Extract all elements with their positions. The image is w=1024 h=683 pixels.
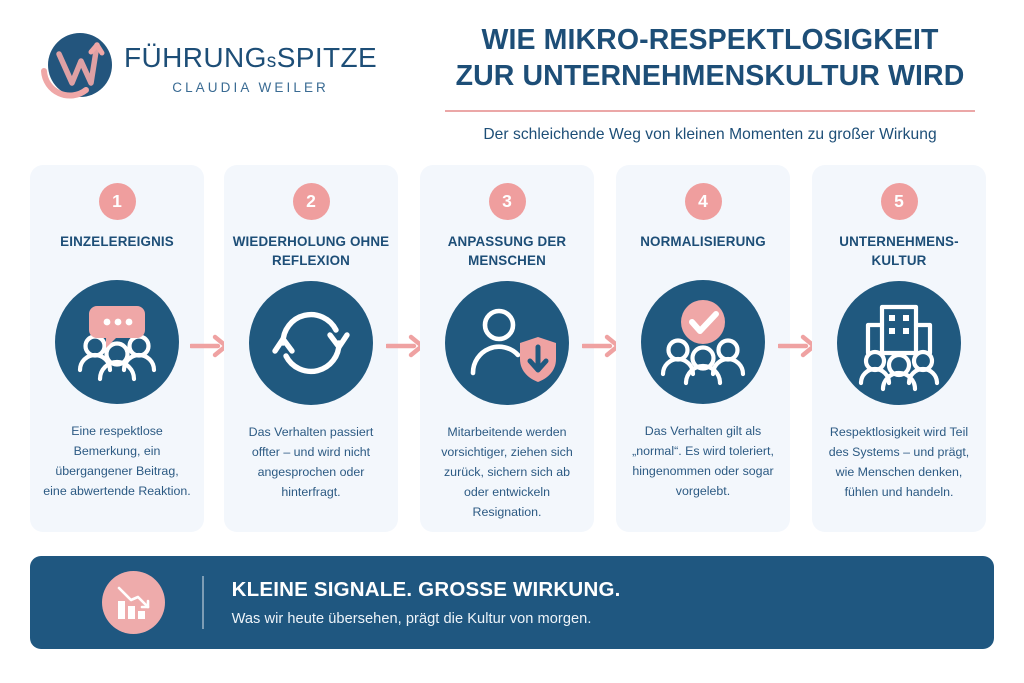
office-building-with-people-icon [837,281,961,405]
arrow-right-icon-1 [188,333,229,359]
step-title-2: WIEDERHOLUNG OHNE REFLEXION [232,234,390,268]
brand-name-small-s: s [266,51,277,73]
arrow-right-icon-2 [384,333,425,359]
step-title-3: ANPASSUNG DER MENSCHEN [447,234,567,268]
arrow-right-icon-3 [580,333,621,359]
declining-bar-chart-icon [102,571,165,634]
page-subtitle: Der schleichende Weg von kleinen Momente… [483,125,937,143]
page-title-line-2: ZUR UNTERNEHMENSKULTUR WIRD [455,60,965,93]
step-title-4: NORMALISIERUNG [640,234,766,249]
banner-subtext: Was wir heute übersehen, prägt die Kultu… [231,611,592,627]
page-title: WIE MIKRO-RESPEKTLOSIGKEIT ZUR UNTERNEHM… [418,22,1002,95]
step-number-badge-1: 1 [98,183,136,220]
step-body-2: Das Verhalten passiert offter – und wird… [248,425,374,500]
arrow-right-icon-4 [776,333,817,359]
step-card-3[interactable]: 3 ANPASSUNG DER MENSCHEN Mitarbeitende w… [420,165,594,532]
brand-person-name: CLAUDIA WEILER [172,79,329,95]
step-number-badge-5: 5 [880,183,918,220]
title-divider [445,109,975,112]
step-body-5: Respektlosigkeit wird Teil des Systems –… [828,425,970,500]
step-card-4[interactable]: 4 NORMALISIERUNG Das Verhalten gil [616,165,790,532]
banner-headline: KLEINE SIGNALE. GROSSE WIRKUNG. [231,578,621,601]
header: FÜHRUNGsSPITZE CLAUDIA WEILER WIE MIKRO-… [0,0,1024,160]
step-card-2[interactable]: 2 WIEDERHOLUNG OHNE REFLEXION Das Verhal… [224,165,398,532]
page-title-line-1: WIE MIKRO-RESPEKTLOSIGKEIT [481,24,939,56]
group-with-checkmark-icon [641,280,765,404]
circular-refresh-arrows-icon [249,281,373,405]
brand-logo: FÜHRUNGsSPITZE CLAUDIA WEILER [34,24,390,110]
step-body-4: Das Verhalten gilt als „normal“. Es wird… [632,424,774,499]
step-card-1[interactable]: 1 EINZELEREIGNIS [30,165,204,532]
step-card-5[interactable]: 5 UNTERNEHMENS-KULTUR [812,165,986,532]
banner-divider [202,576,204,629]
step-body-3: Mitarbeitende werden vorsichtiger, ziehe… [441,425,573,520]
banner-text: KLEINE SIGNALE. GROSSE WIRKUNG. Was wir … [232,578,621,627]
brand-name-part2: SPITZE [276,42,378,74]
group-with-speech-bubble-icon [55,280,179,404]
step-title-5: UNTERNEHMENS-KULTUR [839,234,959,268]
step-number-badge-2: 2 [292,183,330,220]
brand-wordmark: FÜHRUNGsSPITZE CLAUDIA WEILER [124,39,377,95]
brand-name-part1: FÜHRUNG [124,42,267,74]
w-arrow-circle-logo-icon [34,25,118,109]
summary-banner: KLEINE SIGNALE. GROSSE WIRKUNG. Was wir … [30,556,994,649]
step-body-1: Eine respektlose Bemerkung, ein übergang… [43,424,191,499]
title-block: WIE MIKRO-RESPEKTLOSIGKEIT ZUR UNTERNEHM… [418,22,1002,145]
step-number-badge-3: 3 [488,183,526,220]
step-number-badge-4: 4 [684,183,722,220]
brand-name: FÜHRUNGsSPITZE [124,43,377,72]
person-with-shield-down-arrow-icon [445,281,569,405]
step-title-1: EINZELEREIGNIS [60,234,174,249]
steps-row: 1 EINZELEREIGNIS [0,165,1024,535]
